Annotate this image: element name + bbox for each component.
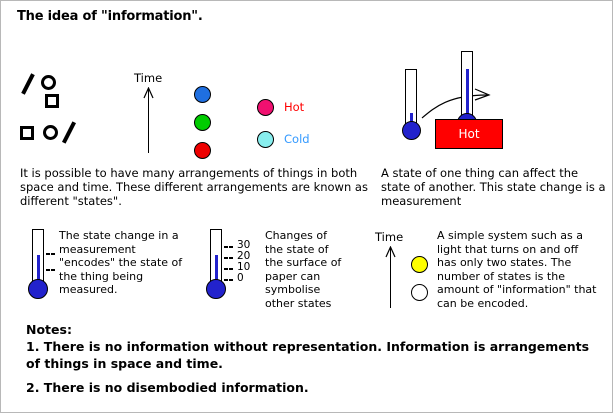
time-arrow-bottom	[383, 246, 399, 308]
legend-dot-hot	[257, 99, 274, 116]
tick-mark-1b	[51, 253, 55, 255]
time-arrow-top	[141, 87, 157, 153]
tick-mark-2b	[51, 269, 55, 271]
tick-mark-1	[46, 253, 50, 255]
hot-box: Hot	[435, 119, 503, 149]
sequence-dot-red	[194, 142, 211, 159]
light-state-off	[411, 284, 428, 301]
notes-item-1: 1. There is no information without repre…	[26, 339, 590, 371]
time-axis-label-bottom: Time	[375, 230, 404, 244]
token-circle-1	[41, 75, 56, 90]
tick-mark-2	[46, 269, 50, 271]
legend-label-cold: Cold	[284, 132, 310, 146]
legend-dot-cold	[257, 131, 274, 148]
caption-encodes: The state change in a measurement "encod…	[59, 229, 183, 296]
caption-paper: Changes of the state of the surface of p…	[265, 229, 342, 310]
scale-tick-0a	[224, 279, 228, 281]
scale-value-0: 0	[237, 272, 244, 284]
thermometer-encodes	[25, 229, 57, 301]
thermometer-cold	[397, 69, 427, 145]
token-arrangement-group	[19, 61, 129, 156]
token-square-2	[20, 126, 34, 140]
notes-heading: Notes:	[26, 322, 72, 337]
scale-value-10: 10	[237, 261, 251, 273]
token-circle-2	[43, 125, 58, 140]
notes-item-2: 2. There is no disembodied information.	[26, 380, 309, 395]
thermometer-scale	[203, 229, 235, 301]
sequence-dot-green	[194, 114, 211, 131]
scale-value-30: 30	[237, 239, 251, 251]
hot-box-label: Hot	[458, 127, 480, 141]
caption-measurement: A state of one thing can affect the stat…	[381, 166, 606, 208]
light-state-on	[411, 256, 428, 273]
sequence-dot-blue	[194, 86, 211, 103]
token-slash-1	[21, 73, 35, 95]
scale-tick-20b	[229, 257, 233, 259]
legend-label-hot: Hot	[284, 100, 305, 114]
token-slash-2	[61, 121, 77, 144]
time-axis-label-top: Time	[134, 71, 163, 85]
scale-tick-10a	[224, 268, 228, 270]
caption-arrangements: It is possible to have many arrangements…	[20, 166, 368, 208]
scale-value-20: 20	[237, 250, 251, 262]
caption-light: A simple system such as a light that tur…	[437, 229, 597, 310]
scale-tick-30b	[229, 246, 233, 248]
scale-tick-20a	[224, 257, 228, 259]
scale-tick-10b	[229, 268, 233, 270]
page-title: The idea of "information".	[17, 9, 203, 24]
token-square-1	[45, 94, 59, 108]
scale-tick-30a	[224, 246, 228, 248]
scale-tick-0b	[229, 279, 233, 281]
influence-arrow	[419, 85, 497, 121]
